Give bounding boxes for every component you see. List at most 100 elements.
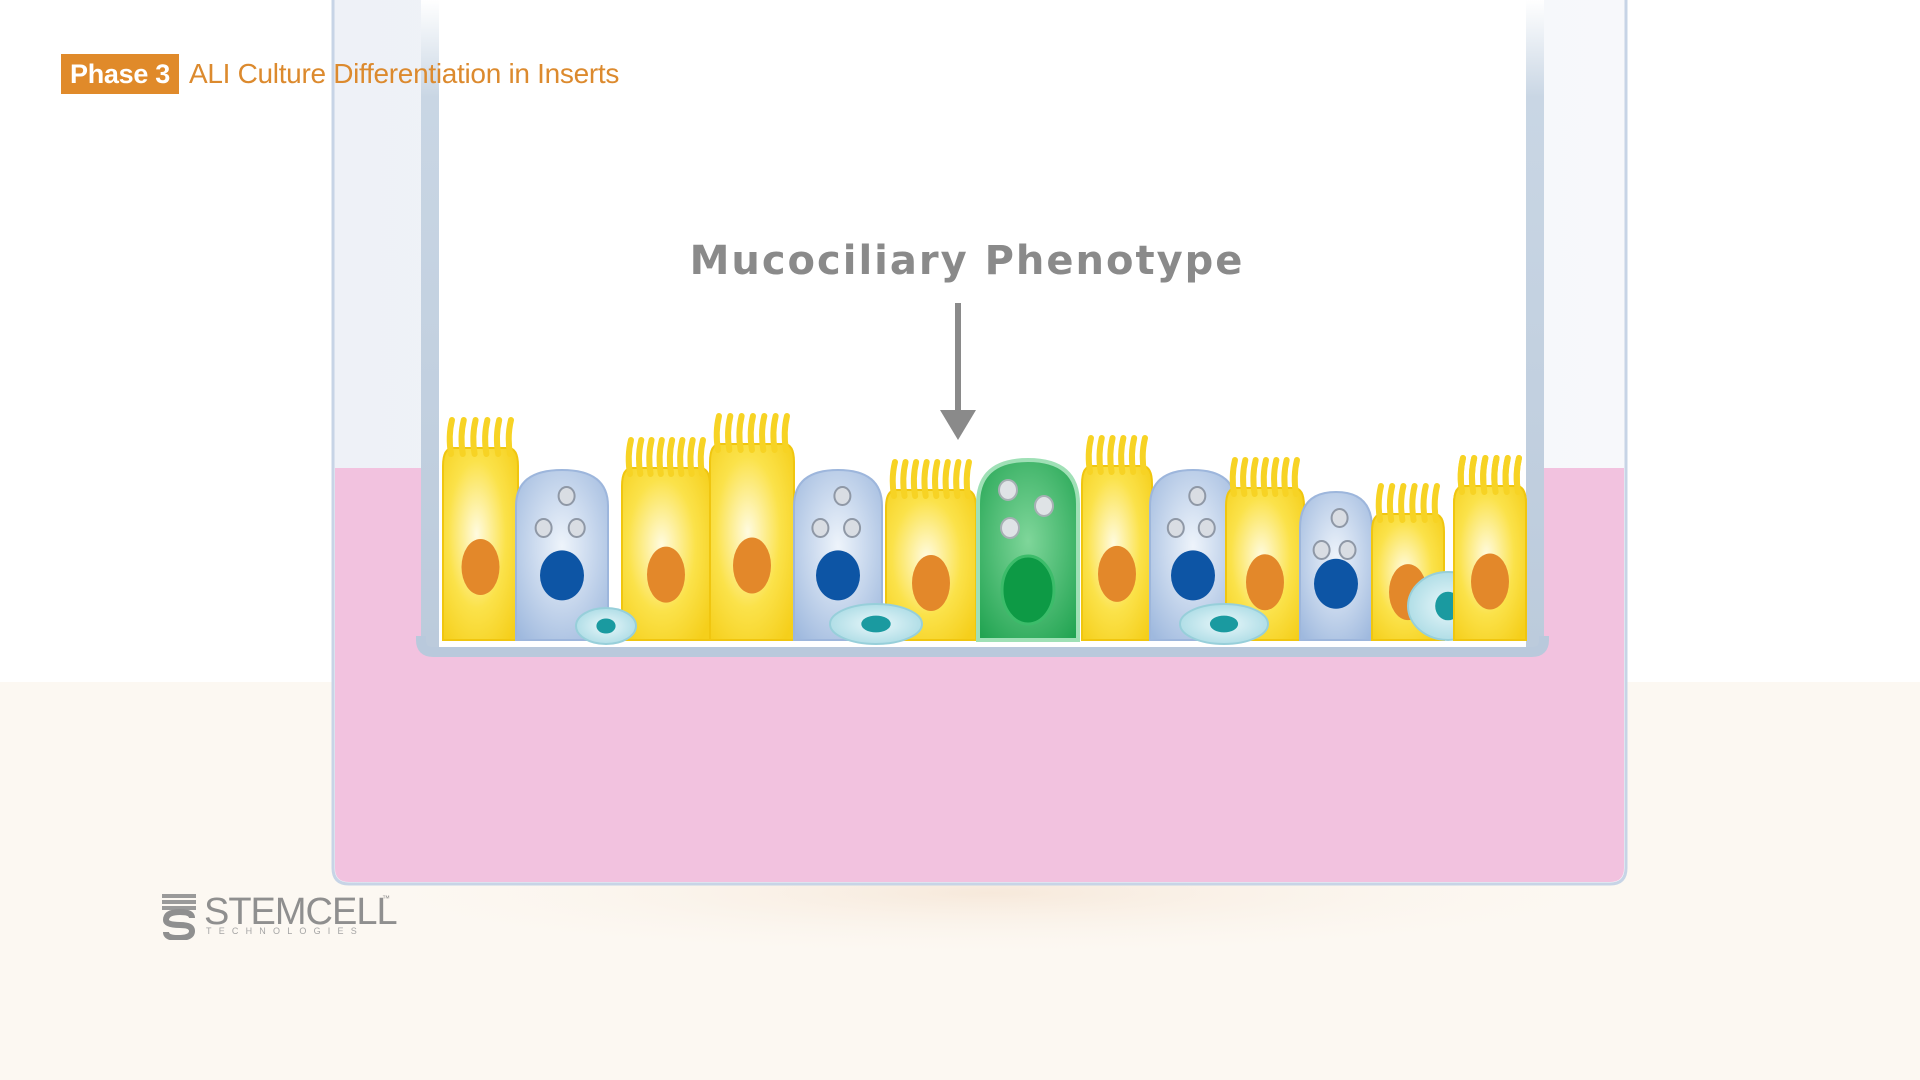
cilium xyxy=(1281,457,1290,497)
cilium xyxy=(889,459,898,499)
ciliated-nucleus xyxy=(912,555,950,611)
cilium xyxy=(1107,435,1116,475)
ciliated-nucleus xyxy=(733,537,771,594)
mucin-granule xyxy=(1000,517,1020,539)
cilium xyxy=(1085,435,1094,475)
cilium xyxy=(666,437,676,477)
secretory-granule xyxy=(1197,518,1216,538)
basal-cell xyxy=(1179,603,1269,645)
club-nucleus xyxy=(816,550,860,601)
ciliated-cell xyxy=(1453,455,1527,641)
phase-badge: Phase 3 xyxy=(61,54,179,94)
cilium xyxy=(470,417,479,457)
annotation-label: Mucociliary Phenotype xyxy=(690,238,1245,284)
club-cell xyxy=(1299,490,1373,641)
secretory-granule xyxy=(833,486,852,506)
club-nucleus xyxy=(540,550,584,601)
logo-subtitle: TECHNOLOGIES xyxy=(206,926,364,936)
cilium xyxy=(725,413,734,453)
ciliated-cell xyxy=(1081,435,1153,641)
insert-membrane xyxy=(416,636,1549,657)
stemcell-logo-icon xyxy=(162,894,196,940)
secretory-granule xyxy=(843,518,862,538)
ciliated-nucleus xyxy=(1098,545,1136,602)
cilium xyxy=(1096,435,1105,475)
secretory-granule xyxy=(1338,540,1357,560)
club-cell xyxy=(515,468,609,641)
cilium xyxy=(1118,435,1127,475)
cilium xyxy=(1291,457,1300,497)
ciliated-cell xyxy=(885,459,977,641)
cilium xyxy=(1240,457,1249,497)
secretory-granule xyxy=(1166,518,1185,538)
cilium xyxy=(932,459,941,499)
goblet-cell xyxy=(976,457,1080,642)
ciliated-cell xyxy=(1225,457,1305,641)
cilium xyxy=(736,413,745,453)
cilium xyxy=(1229,457,1238,497)
cilium xyxy=(953,459,962,499)
cilium xyxy=(781,413,790,453)
secretory-granule xyxy=(1188,486,1207,506)
club-nucleus xyxy=(1171,550,1215,601)
cilium xyxy=(697,437,706,477)
annotation-arrow-head xyxy=(940,410,976,440)
cilium xyxy=(1386,483,1396,523)
cilium xyxy=(1420,483,1429,523)
cilium xyxy=(646,437,655,477)
cilium xyxy=(900,459,909,499)
cilium xyxy=(1502,455,1511,495)
cilium xyxy=(505,417,514,457)
cilium xyxy=(1431,483,1440,523)
secretory-granule xyxy=(534,518,553,538)
cilium xyxy=(625,437,634,477)
cilium xyxy=(1260,457,1269,497)
ciliated-cell xyxy=(442,417,519,641)
secretory-granule xyxy=(557,486,576,506)
club-cell xyxy=(1149,468,1237,641)
cilium xyxy=(1398,483,1407,523)
secretory-granule xyxy=(567,518,586,538)
ciliated-cell xyxy=(709,413,795,641)
secretory-granule xyxy=(1312,540,1331,560)
cilium xyxy=(1491,455,1500,495)
cilium xyxy=(446,417,455,457)
company-logo: STEMCELL ™ TECHNOLOGIES xyxy=(160,892,400,942)
cilium xyxy=(1375,483,1384,523)
cilium xyxy=(921,459,930,499)
ciliated-cell xyxy=(621,437,711,641)
cilium xyxy=(770,413,779,453)
logo-trademark: ™ xyxy=(382,894,390,903)
cilium xyxy=(713,413,722,453)
mucin-granule xyxy=(998,479,1018,501)
cilium xyxy=(1513,455,1522,495)
cilium xyxy=(759,413,768,453)
cilium xyxy=(493,417,503,457)
secretory-granule xyxy=(811,518,830,538)
ciliated-nucleus xyxy=(1246,554,1284,611)
cilium xyxy=(656,437,665,477)
cilium xyxy=(687,437,696,477)
cilium xyxy=(1271,457,1280,497)
cilium xyxy=(963,459,972,499)
logo-wordmark: STEMCELL xyxy=(204,891,398,933)
cell-layer xyxy=(442,413,1527,645)
basal-cell xyxy=(829,603,923,645)
goblet-nucleus xyxy=(1000,554,1056,626)
basal-cell xyxy=(575,607,637,645)
cilium xyxy=(942,459,951,499)
phase-title: ALI Culture Differentiation in Inserts xyxy=(188,58,620,89)
cilium xyxy=(1128,435,1138,475)
basal-nucleus xyxy=(1209,615,1239,633)
cilium xyxy=(1480,455,1489,495)
cilium xyxy=(1250,457,1259,497)
cilium xyxy=(910,459,920,499)
club-cell xyxy=(793,468,883,641)
cilium xyxy=(1468,455,1478,495)
insert-wall-right xyxy=(1526,0,1544,648)
insert-wall-left xyxy=(421,0,439,648)
cilium xyxy=(636,437,645,477)
basal-nucleus xyxy=(596,618,616,634)
ciliated-nucleus xyxy=(1471,553,1509,610)
